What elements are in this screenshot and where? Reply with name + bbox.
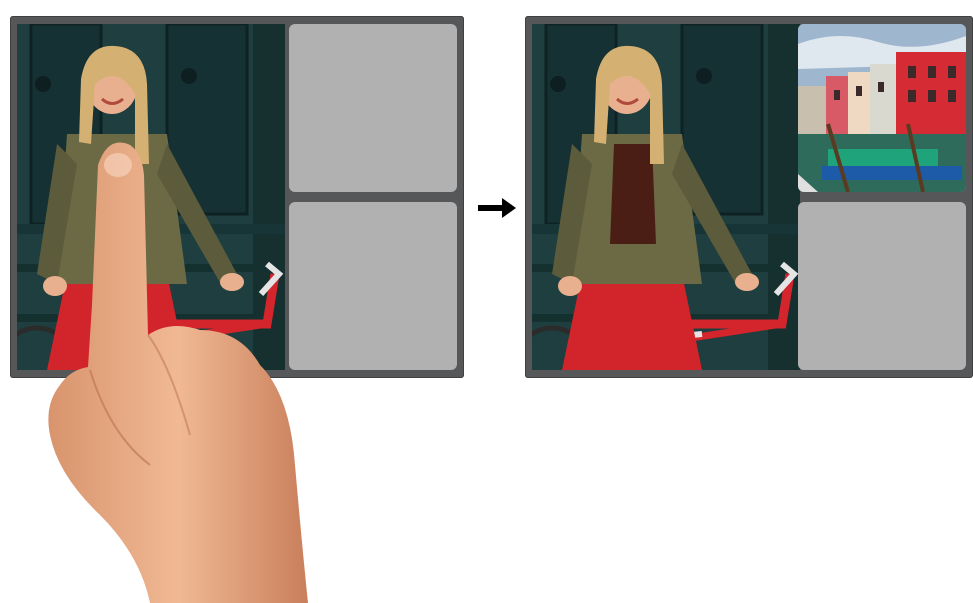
main-photo-after[interactable]	[532, 24, 800, 370]
tapping-finger-icon	[40, 135, 320, 603]
empty-tile-bottom-after[interactable]	[798, 202, 966, 370]
right-arrow-icon	[476, 197, 518, 219]
canal-houses-photo-tile[interactable]	[798, 24, 966, 192]
canal-houses-image	[798, 24, 966, 192]
woman-with-bicycle-image	[532, 24, 800, 370]
screen-after	[525, 16, 973, 378]
